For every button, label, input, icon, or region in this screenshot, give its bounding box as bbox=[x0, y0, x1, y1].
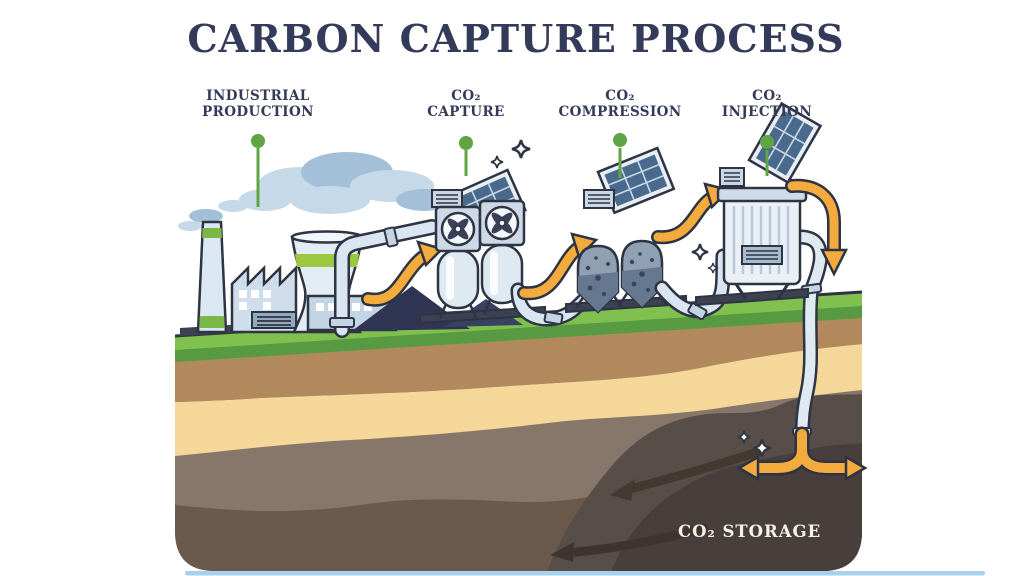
compressor-tank-icon bbox=[576, 239, 664, 314]
stage-label-line2: COMPRESSION bbox=[558, 104, 682, 120]
stage-marker-dots bbox=[251, 133, 774, 150]
stage-marker-dot bbox=[760, 135, 774, 149]
smoke-icon bbox=[178, 152, 452, 231]
stage-label-line2: PRODUCTION bbox=[202, 104, 314, 120]
flow-arrow-icon bbox=[785, 178, 849, 277]
stage-label-line1: CO₂ bbox=[451, 88, 481, 104]
pipe-icon bbox=[510, 282, 600, 327]
injection-well-icon bbox=[716, 186, 808, 286]
sparkle-icon bbox=[491, 140, 530, 168]
stage-marker-dot bbox=[459, 136, 473, 150]
stage-label-line1: CO₂ bbox=[605, 88, 635, 104]
stage-marker-dot bbox=[613, 133, 627, 147]
footer-line bbox=[185, 571, 985, 576]
storage-arrow-icon bbox=[550, 447, 762, 562]
flow-arrow-icon bbox=[361, 240, 445, 307]
fan-icon bbox=[478, 199, 526, 247]
stage-label-line1: CO₂ bbox=[752, 88, 782, 104]
compression-unit-icon bbox=[565, 146, 687, 314]
storage-label: CO₂ STORAGE bbox=[678, 522, 822, 541]
ground-layers bbox=[174, 290, 863, 571]
injection-unit-icon bbox=[692, 102, 822, 307]
capture-tank-icon bbox=[436, 243, 524, 310]
stage-label-co2-compression: CO₂ COMPRESSION bbox=[558, 88, 681, 120]
stage-label-co2-injection: CO₂ INJECTION bbox=[722, 88, 812, 120]
stage-label-industrial-production: INDUSTRIAL PRODUCTION bbox=[202, 88, 314, 120]
underground-group bbox=[550, 229, 868, 562]
stage-label-line2: INJECTION bbox=[721, 104, 813, 120]
pipe-icon bbox=[329, 219, 440, 338]
factory-building-icon bbox=[230, 264, 298, 334]
stage-label-co2-capture: CO₂ CAPTURE bbox=[427, 88, 505, 120]
fan-icon bbox=[434, 205, 482, 253]
stage-label-line1: INDUSTRIAL bbox=[206, 88, 310, 104]
stage-marker-dot bbox=[251, 134, 265, 148]
stage-label-line2: CAPTURE bbox=[427, 104, 505, 120]
sparkle-icon bbox=[692, 244, 718, 273]
diagram-title: CARBON CAPTURE PROCESS bbox=[187, 16, 845, 61]
co2-diffuser-icon bbox=[736, 426, 868, 482]
flow-arrow-icon bbox=[517, 232, 599, 301]
smokestack-icon bbox=[196, 220, 228, 334]
stage-markers bbox=[256, 148, 769, 207]
